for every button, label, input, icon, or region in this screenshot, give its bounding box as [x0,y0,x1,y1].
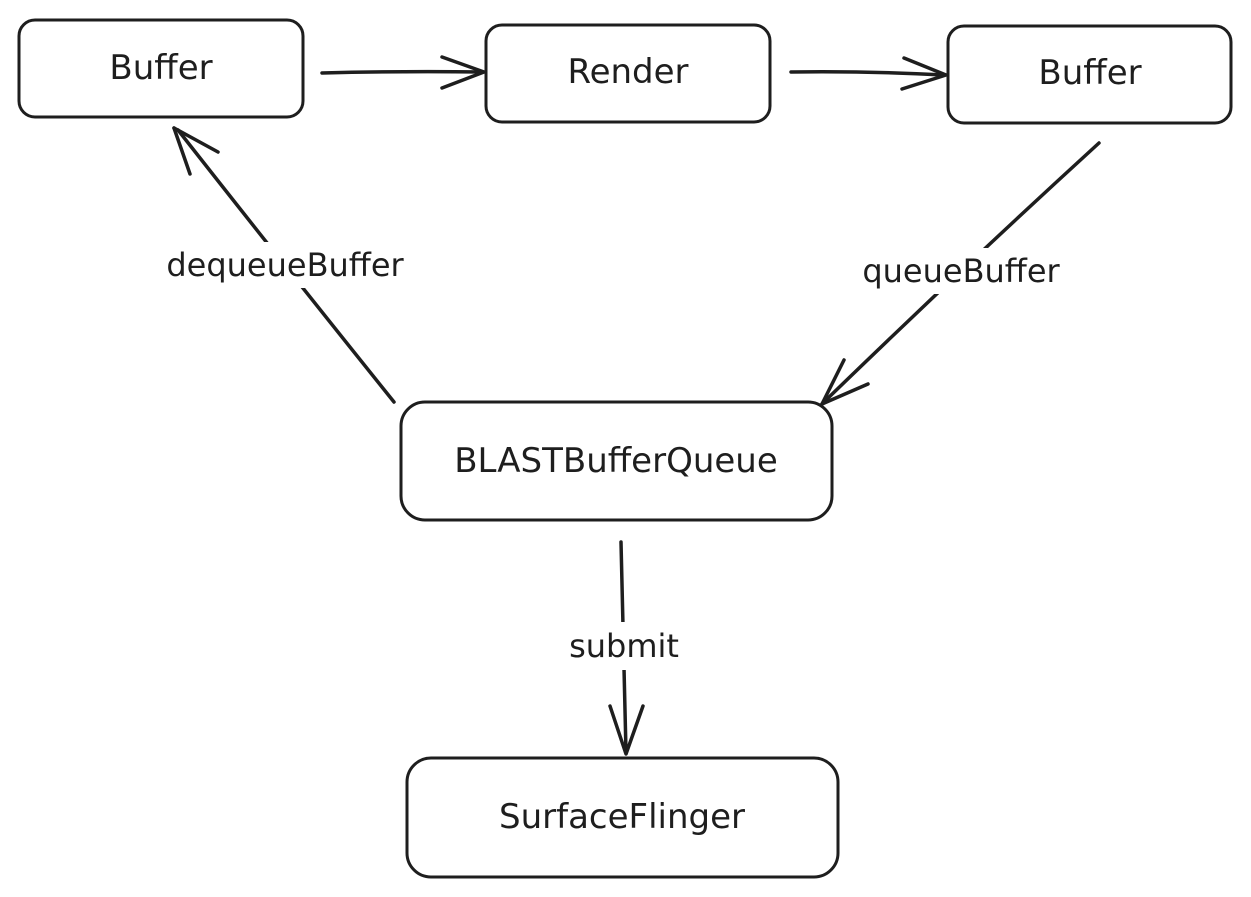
edge-buffer-to-render [320,55,486,90]
node-buffer-right: Buffer [946,24,1233,125]
node-render: Render [484,23,772,124]
edge-label-bg [140,242,430,288]
edge-render-to-buffer [789,56,948,91]
node-blast-buffer-queue: BLASTBufferQueue [399,400,834,522]
edge-label-queue-buffer: queueBuffer [862,252,1060,290]
node-label-blast-buffer-queue: BLASTBufferQueue [454,441,778,481]
edge-label-bg [556,622,692,670]
edge-queue-buffer: queueBuffer [820,141,1101,406]
node-label-surface-flinger: SurfaceFlinger [499,797,745,837]
node-surface-flinger: SurfaceFlinger [405,756,840,879]
node-label-buffer-right: Buffer [1038,53,1141,93]
edge-label-dequeue-buffer: dequeueBuffer [166,246,404,284]
node-buffer-left: Buffer [17,18,305,119]
edge-dequeue-buffer: dequeueBuffer [140,126,430,404]
node-label-render: Render [567,52,688,92]
edge-submit: submit [556,540,692,756]
node-label-buffer-left: Buffer [109,48,212,88]
edge-label-submit: submit [569,627,679,665]
edge-label-bg [838,248,1086,294]
